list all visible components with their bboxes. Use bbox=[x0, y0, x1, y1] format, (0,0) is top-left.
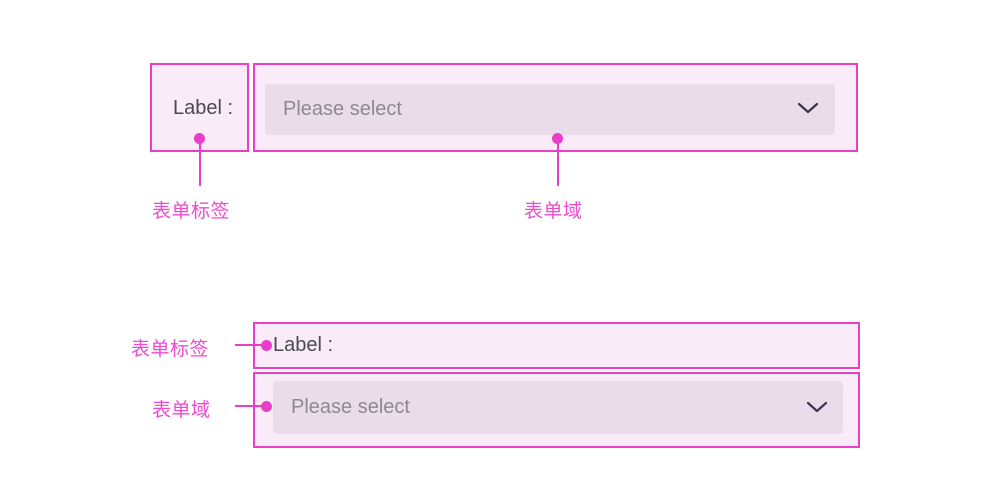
stacked-label-callout-line bbox=[235, 344, 263, 346]
inline-label-text: Label : bbox=[173, 97, 234, 119]
stacked-select-control[interactable]: Please select bbox=[273, 381, 843, 434]
inline-select-control[interactable]: Please select bbox=[265, 84, 835, 135]
stacked-field-callout-dot bbox=[261, 401, 272, 412]
stacked-field-callout-line bbox=[235, 405, 263, 407]
inline-field-callout-text: 表单域 bbox=[524, 201, 583, 222]
chevron-down-icon[interactable] bbox=[806, 400, 828, 414]
stacked-label-callout-text: 表单标签 bbox=[131, 339, 210, 360]
stacked-field-callout-text: 表单域 bbox=[152, 400, 211, 421]
inline-label-callout-line bbox=[199, 138, 201, 186]
stacked-select-placeholder: Please select bbox=[291, 396, 410, 418]
inline-field-callout-line bbox=[557, 138, 559, 186]
stacked-label-callout-dot bbox=[261, 340, 272, 351]
chevron-down-icon[interactable] bbox=[797, 101, 819, 115]
stacked-label-annotation-box bbox=[253, 322, 860, 369]
inline-label-callout-text: 表单标签 bbox=[152, 201, 231, 222]
inline-select-placeholder: Please select bbox=[283, 98, 402, 120]
stacked-label-text: Label : bbox=[273, 334, 334, 356]
